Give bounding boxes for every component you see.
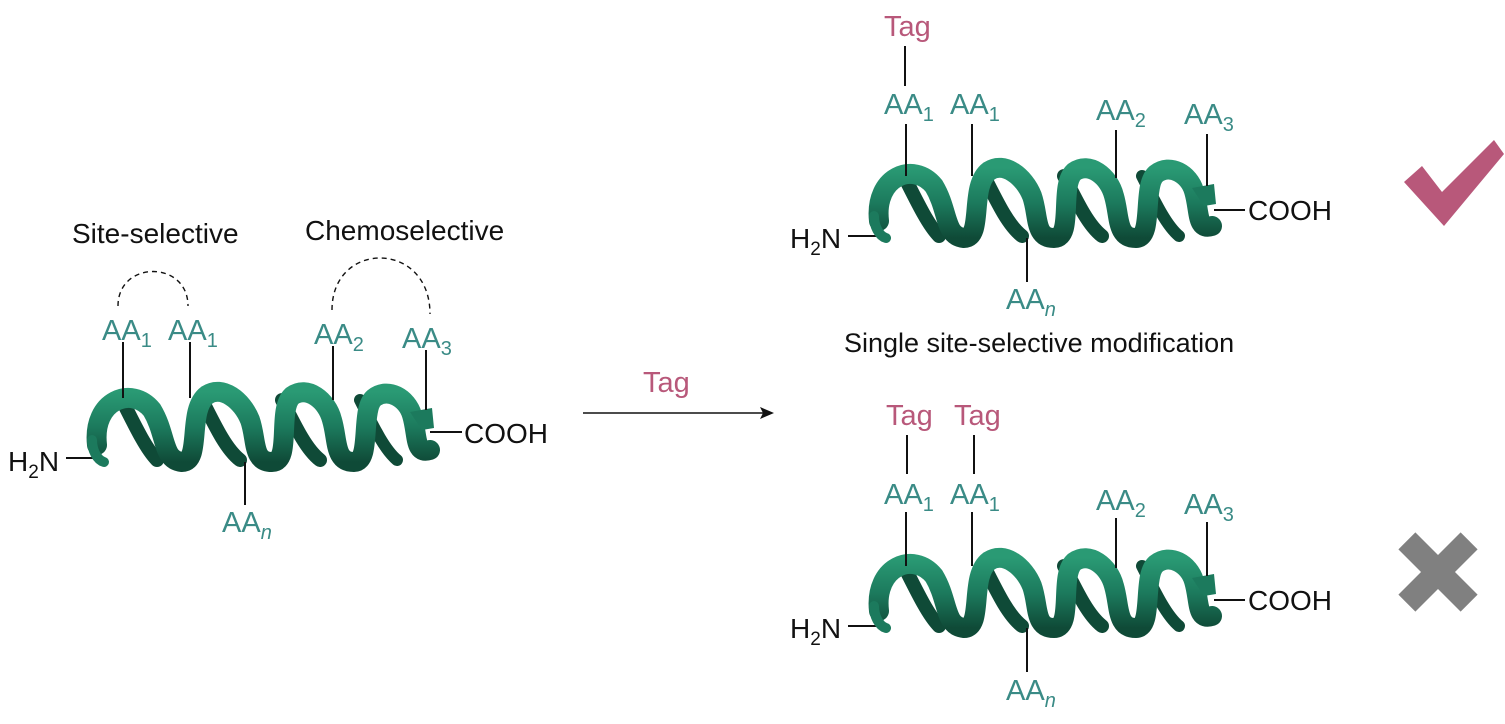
product-single-modification: Tag H2N COOH AA1 AA1 AA2 AA3 AAn Single …: [790, 11, 1504, 358]
cross-icon: [1398, 532, 1478, 612]
c-terminus-label: COOH: [1248, 195, 1332, 226]
tag-label: Tag: [884, 11, 931, 43]
n-terminus-label: H2N: [8, 446, 59, 483]
helix-ribbon: [92, 392, 434, 462]
aa3-label: AA3: [1184, 99, 1234, 136]
product-double-modification: Tag Tag H2N COOH AA1 AA1 AA2 AA3 AAn: [790, 400, 1478, 712]
aa1-label: AA1: [884, 479, 934, 516]
chemoselective-arc: [331, 257, 431, 315]
aa3-label: AA3: [402, 323, 452, 360]
aa2-label: AA2: [1096, 485, 1146, 522]
aa2-label: AA2: [1096, 95, 1146, 132]
aan-label: AAn: [1006, 675, 1056, 712]
helix-ribbon: [874, 168, 1216, 238]
aa2-label: AA2: [314, 319, 364, 356]
n-terminus-label: H2N: [790, 223, 841, 260]
site-selective-arc: [117, 271, 189, 307]
arrow-head-icon: [760, 407, 774, 419]
aa1-label: AA1: [950, 89, 1000, 126]
site-selective-label: Site-selective: [72, 218, 239, 249]
single-modification-caption: Single site-selective modification: [844, 328, 1234, 358]
aa1-label: AA1: [168, 315, 218, 352]
tag-label: Tag: [886, 400, 933, 432]
aa3-label: AA3: [1184, 489, 1234, 526]
checkmark-icon: [1404, 140, 1504, 226]
reagent-label: Tag: [643, 367, 690, 399]
aan-label: AAn: [222, 507, 272, 544]
chemoselective-label: Chemoselective: [305, 215, 504, 246]
c-terminus-label: COOH: [1248, 585, 1332, 616]
n-terminus-label: H2N: [790, 613, 841, 650]
tag-label: Tag: [954, 400, 1001, 432]
reaction-arrow: Tag: [583, 367, 774, 419]
aa1-label: AA1: [102, 315, 152, 352]
c-terminus-label: COOH: [464, 418, 548, 449]
substrate-peptide: H2N COOH AA1 AA1 AA2 AA3 AAn Site-select…: [8, 215, 548, 544]
helix-ribbon: [874, 558, 1216, 628]
aa1-label: AA1: [950, 479, 1000, 516]
aa1-label: AA1: [884, 89, 934, 126]
aan-label: AAn: [1006, 284, 1056, 321]
